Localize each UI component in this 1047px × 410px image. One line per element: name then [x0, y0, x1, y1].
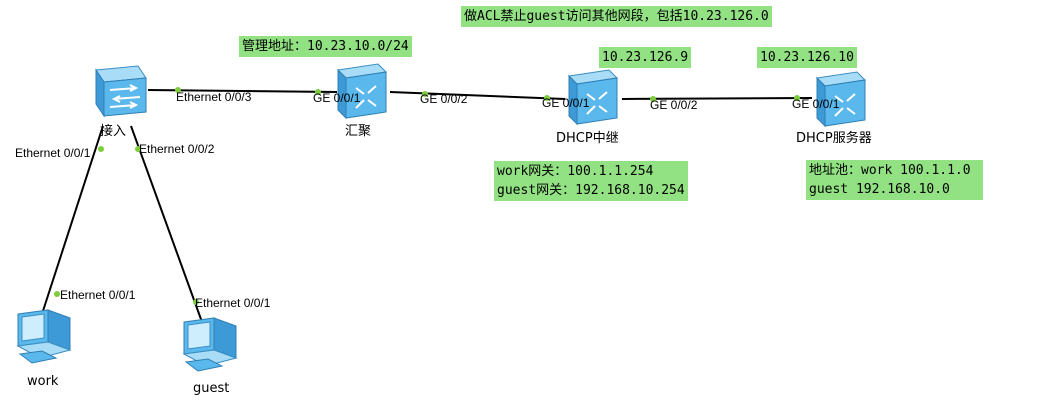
link-aggregation-relay[interactable]: [389, 91, 566, 100]
port-label-relay-ge2: GE 0/0/2: [650, 98, 698, 112]
port-label-guest-eth1: Ethernet 0/0/1: [195, 296, 271, 310]
port-dot: [98, 146, 104, 152]
relay-switch-icon[interactable]: [564, 68, 622, 126]
dhcp-server-switch-icon[interactable]: [812, 70, 870, 128]
relay-switch-label: DHCP中继: [556, 131, 619, 146]
port-dot: [650, 96, 656, 102]
port-label-server-ge1: GE 0/0/1: [792, 97, 840, 111]
port-label-access-eth2: Ethernet 0/0/2: [139, 142, 215, 156]
link-access-guest[interactable]: [130, 125, 203, 323]
work-pc-icon[interactable]: [12, 308, 74, 372]
dhcp-server-label: DHCP服务器: [796, 131, 872, 146]
acl-note: 做ACL禁止guest访问其他网段，包括10.23.126.0: [461, 6, 772, 27]
port-dot: [422, 91, 428, 97]
pool-work-line: 地址池：work 100.1.1.0: [809, 163, 971, 178]
work-pc-label: work: [27, 374, 59, 389]
server-ip-note: 10.23.126.10: [757, 47, 857, 68]
aggregation-switch-icon[interactable]: [334, 62, 390, 120]
port-dot: [794, 95, 800, 101]
management-address-note: 管理地址：10.23.10.0/24: [239, 36, 412, 57]
port-dot: [175, 87, 181, 93]
port-dot: [315, 89, 321, 95]
link-access-work[interactable]: [41, 125, 104, 315]
relay-ip-note: 10.23.126.9: [599, 47, 692, 68]
port-dot: [54, 291, 60, 297]
port-dot: [544, 95, 550, 101]
port-dot: [135, 146, 141, 152]
pool-guest-line: guest 192.168.10.0: [809, 182, 950, 197]
port-label-work-eth1: Ethernet 0/0/1: [60, 288, 136, 302]
address-pool-note: 地址池：work 100.1.1.0 guest 192.168.10.0: [806, 160, 983, 200]
port-label-access-eth3: Ethernet 0/0/3: [176, 90, 252, 104]
port-dot: [193, 299, 199, 305]
access-switch-icon[interactable]: [86, 64, 148, 122]
access-switch-label: 接入: [100, 124, 127, 139]
guest-gateway-line: guest网关：192.168.10.254: [497, 183, 685, 198]
port-label-relay-ge1: GE 0/0/1: [542, 96, 590, 110]
guest-pc-icon[interactable]: [178, 316, 240, 380]
port-label-access-eth1: Ethernet 0/0/1: [15, 146, 91, 160]
relay-gateway-note: work网关：100.1.1.254 guest网关：192.168.10.25…: [494, 161, 688, 201]
port-label-agg-ge2: GE 0/0/2: [420, 92, 468, 106]
aggregation-switch-label: 汇聚: [345, 124, 372, 139]
guest-pc-label: guest: [193, 381, 230, 396]
port-label-agg-ge1: GE 0/0/1: [313, 91, 361, 105]
work-gateway-line: work网关：100.1.1.254: [497, 164, 654, 179]
